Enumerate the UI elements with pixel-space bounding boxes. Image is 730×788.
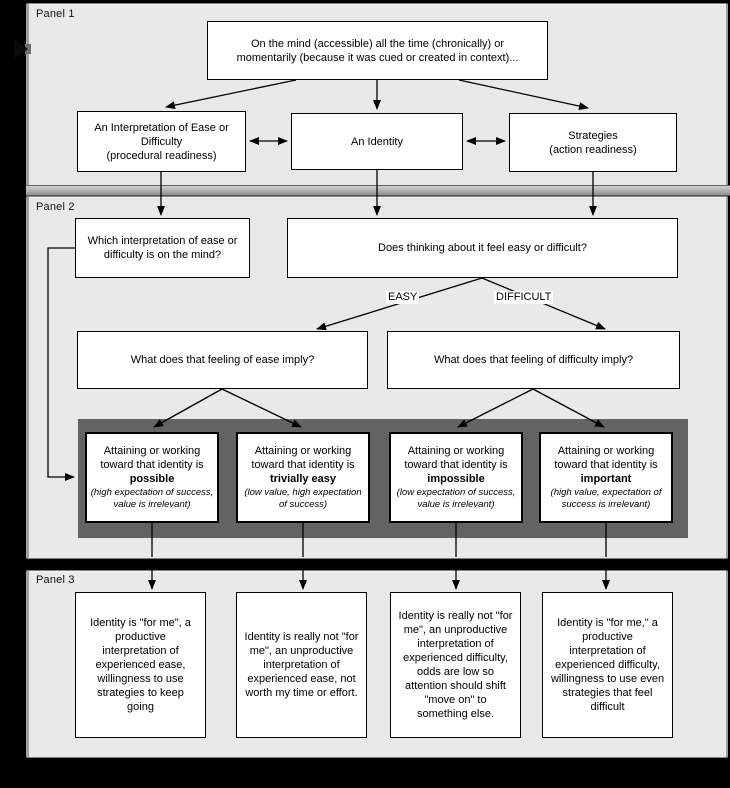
conclusion-box-ease-productive: Identity is "for me", a productive inter… <box>75 592 206 738</box>
outcome-main: Attaining or working toward that identit… <box>100 445 204 471</box>
does-thinking-box: Does thinking about it feel easy or diff… <box>287 218 678 278</box>
conclusion-box-difficulty-productive: Identity is "for me," a productive inter… <box>542 592 673 738</box>
mind-box-line1: On the mind (accessible) all the time (c… <box>250 37 505 50</box>
outcome-note: (high value, expectation of success is i… <box>550 487 662 510</box>
easy-branch-label: EASY <box>386 291 420 304</box>
outcome-emphasis: impossible <box>427 473 485 485</box>
outcome-emphasis: important <box>580 473 632 485</box>
mind-box-line2: momentarily (because it was cued or crea… <box>236 51 519 64</box>
outcome-main: Attaining or working toward that identit… <box>251 445 355 471</box>
outcome-box-important: Attaining or working toward that identit… <box>539 432 673 523</box>
outcome-main: Attaining or working toward that identit… <box>404 445 508 471</box>
ease-imply-box: What does that feeling of ease imply? <box>77 331 368 389</box>
conclusion-box-difficulty-unproductive: Identity is really not "for me", an unpr… <box>390 592 521 738</box>
interpretation-box-line2: (procedural readiness) <box>106 149 217 162</box>
outcome-box-trivially-easy: Attaining or working toward that identit… <box>236 432 370 523</box>
panel-splitter[interactable] <box>26 185 730 196</box>
outcome-emphasis: possible <box>129 473 175 485</box>
outcome-note: (low expectation of success, value is ir… <box>396 487 516 510</box>
difficulty-imply-box: What does that feeling of difficulty imp… <box>387 331 680 389</box>
panel-1-label: Panel 1 <box>36 8 75 20</box>
splitter-collapse-arrow-icon[interactable] <box>12 36 34 62</box>
outcome-note: (high expectation of success, value is i… <box>90 487 214 510</box>
outcome-box-possible: Attaining or working toward that identit… <box>85 432 219 523</box>
mind-box: On the mind (accessible) all the time (c… <box>207 21 548 80</box>
which-interpretation-box: Which interpretation of ease or difficul… <box>75 218 250 278</box>
conclusion-box-ease-unproductive: Identity is really not "for me", an unpr… <box>236 592 367 738</box>
outcome-note: (low value, high expectation of success) <box>244 487 362 510</box>
panel-2-label: Panel 2 <box>36 201 75 213</box>
interpretation-box-line1: An Interpretation of Ease or Difficulty <box>94 121 229 148</box>
strategies-box-line1: Strategies <box>568 129 618 142</box>
strategies-box: Strategies (action readiness) <box>509 113 677 172</box>
strategies-box-line2: (action readiness) <box>549 143 637 156</box>
interpretation-box: An Interpretation of Ease or Difficulty … <box>77 111 246 172</box>
outcome-emphasis: trivially easy <box>269 473 337 485</box>
identity-box: An Identity <box>291 113 463 170</box>
difficult-branch-label: DIFFICULT <box>494 291 554 304</box>
panel-3-label: Panel 3 <box>36 574 75 586</box>
outcome-box-impossible: Attaining or working toward that identit… <box>389 432 523 523</box>
outcome-main: Attaining or working toward that identit… <box>554 445 658 471</box>
